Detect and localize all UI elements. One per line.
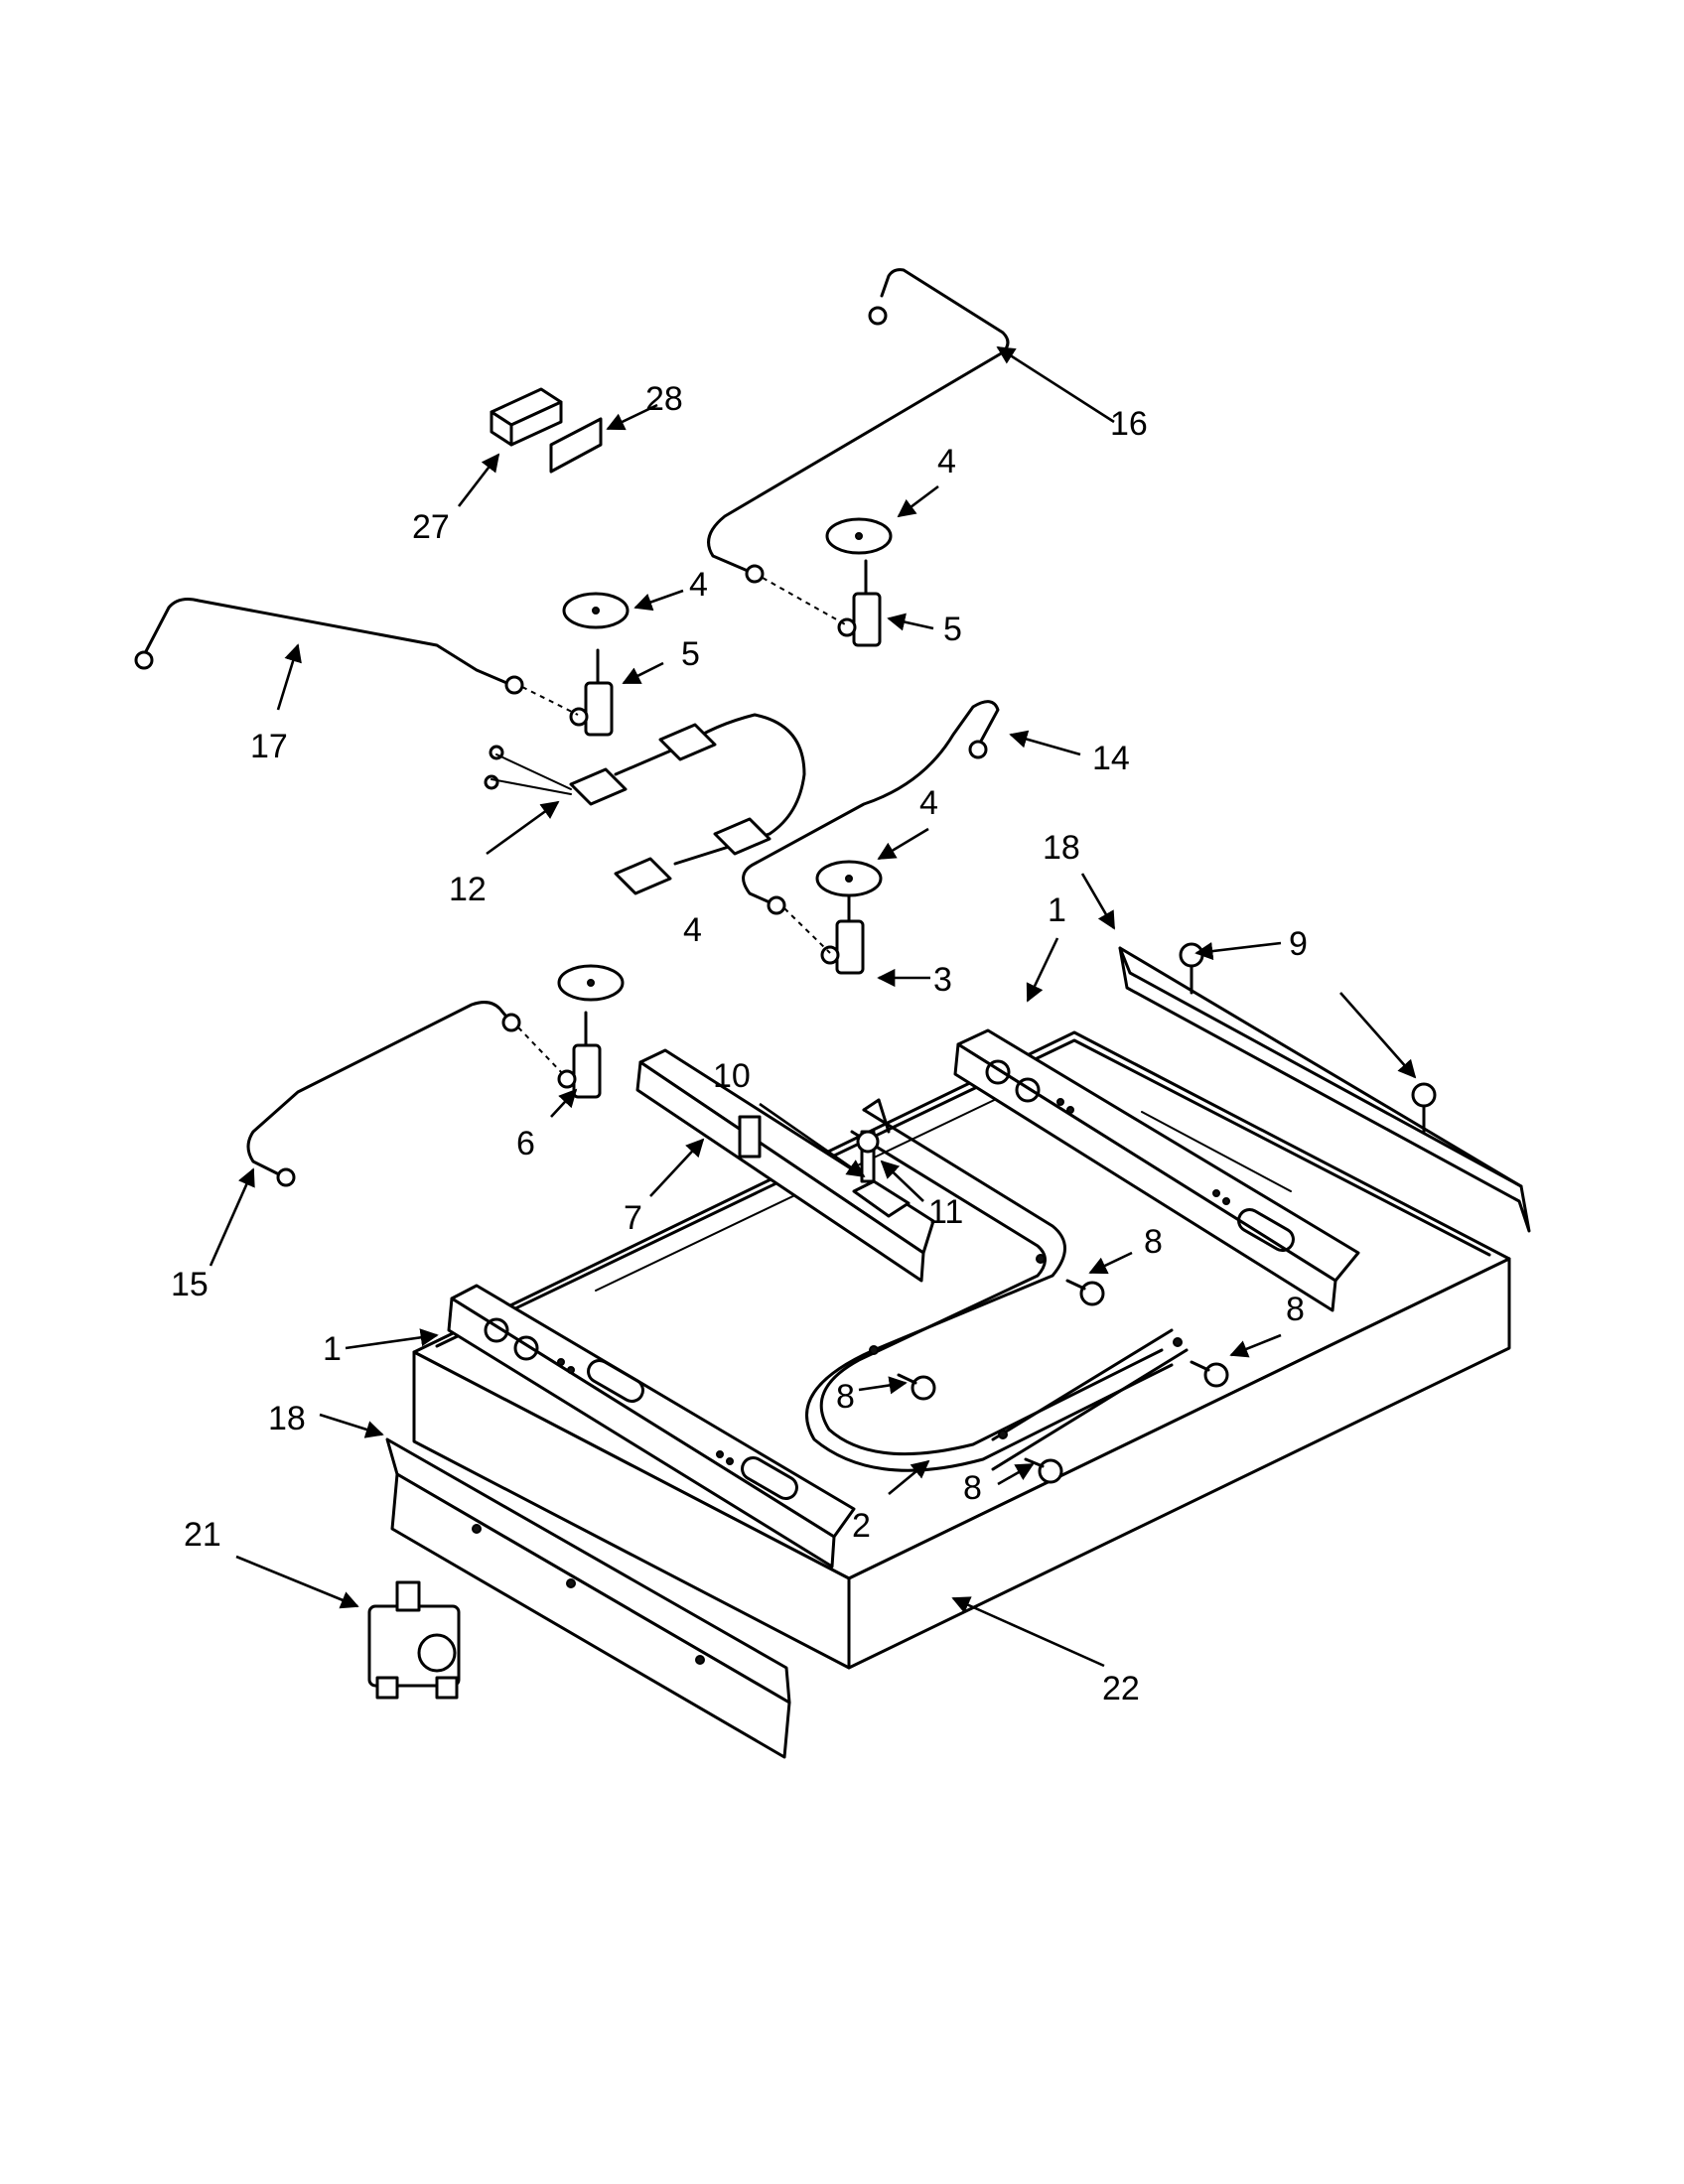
- burner-valve-5-right: [837, 559, 882, 647]
- washer-4-middle: [815, 860, 883, 897]
- burner-bracket-left: [447, 1284, 856, 1569]
- callout-5-left: 5: [681, 635, 700, 673]
- callout-14: 14: [1092, 740, 1130, 777]
- burner-valve-6: [557, 1011, 602, 1099]
- washer-4-upper-left: [562, 592, 630, 629]
- gas-tube-16: [707, 268, 1010, 584]
- burner-bracket-right: [953, 1028, 1360, 1312]
- callout-4-middle: 4: [919, 784, 938, 822]
- callout-28: 28: [645, 380, 683, 418]
- callout-labels: 16 28 27 4 4 5 5 17 12 14 4 18 9 1 4 3 1…: [171, 380, 1308, 1707]
- screw-8a: [1065, 1279, 1105, 1306]
- callout-6: 6: [516, 1125, 535, 1162]
- gas-tube-14: [742, 700, 1000, 915]
- callout-27: 27: [412, 508, 450, 546]
- callout-8-b: 8: [1286, 1291, 1305, 1328]
- gas-tube-15: [246, 1001, 521, 1187]
- screw-9b: [1411, 1082, 1437, 1134]
- callout-8-a: 8: [1144, 1223, 1163, 1261]
- callout-2: 2: [852, 1507, 871, 1545]
- module-bracket: [549, 417, 603, 474]
- gas-tube-17: [134, 598, 524, 695]
- trim-rail-right: [1118, 946, 1531, 1233]
- callout-8-d: 8: [963, 1469, 982, 1507]
- spark-module: [490, 387, 563, 447]
- leader-arrows: [209, 345, 1417, 1668]
- callout-1-right: 1: [1048, 891, 1066, 929]
- callout-11: 11: [928, 1193, 963, 1231]
- ignitor-bracket: [852, 1130, 911, 1218]
- burner-valve-3: [820, 887, 865, 975]
- callout-12: 12: [449, 871, 487, 908]
- ignitor-switch-harness: [484, 713, 806, 895]
- callout-21: 21: [184, 1516, 221, 1554]
- callout-4-lower: 4: [683, 911, 702, 949]
- gas-pressure-regulator: [367, 1580, 461, 1700]
- callout-1-left: 1: [323, 1330, 342, 1368]
- callout-4-upper-left: 4: [689, 566, 708, 604]
- callout-18-right: 18: [1043, 829, 1080, 867]
- screw-8c: [897, 1373, 936, 1401]
- callout-17: 17: [250, 728, 288, 765]
- callout-9: 9: [1289, 925, 1308, 963]
- burner-valve-5-left: [569, 648, 614, 737]
- trim-rail-left: [385, 1437, 791, 1759]
- callout-7: 7: [624, 1199, 642, 1237]
- callout-22: 22: [1102, 1670, 1140, 1707]
- callout-15: 15: [171, 1266, 209, 1303]
- callout-4-upper-right: 4: [937, 443, 956, 480]
- callout-5-right: 5: [943, 611, 962, 648]
- screw-8d: [1024, 1457, 1063, 1484]
- callout-3: 3: [933, 961, 952, 999]
- callout-8-c: 8: [836, 1378, 855, 1416]
- washer-4-upper-right: [825, 517, 893, 555]
- u-burner-tube: [805, 1098, 1189, 1472]
- callout-18-left: 18: [268, 1400, 306, 1437]
- washer-4-lower: [557, 964, 625, 1002]
- support-bracket: [635, 1048, 935, 1283]
- callout-10: 10: [713, 1057, 751, 1095]
- screw-8b: [1190, 1360, 1229, 1388]
- callout-16: 16: [1110, 405, 1148, 443]
